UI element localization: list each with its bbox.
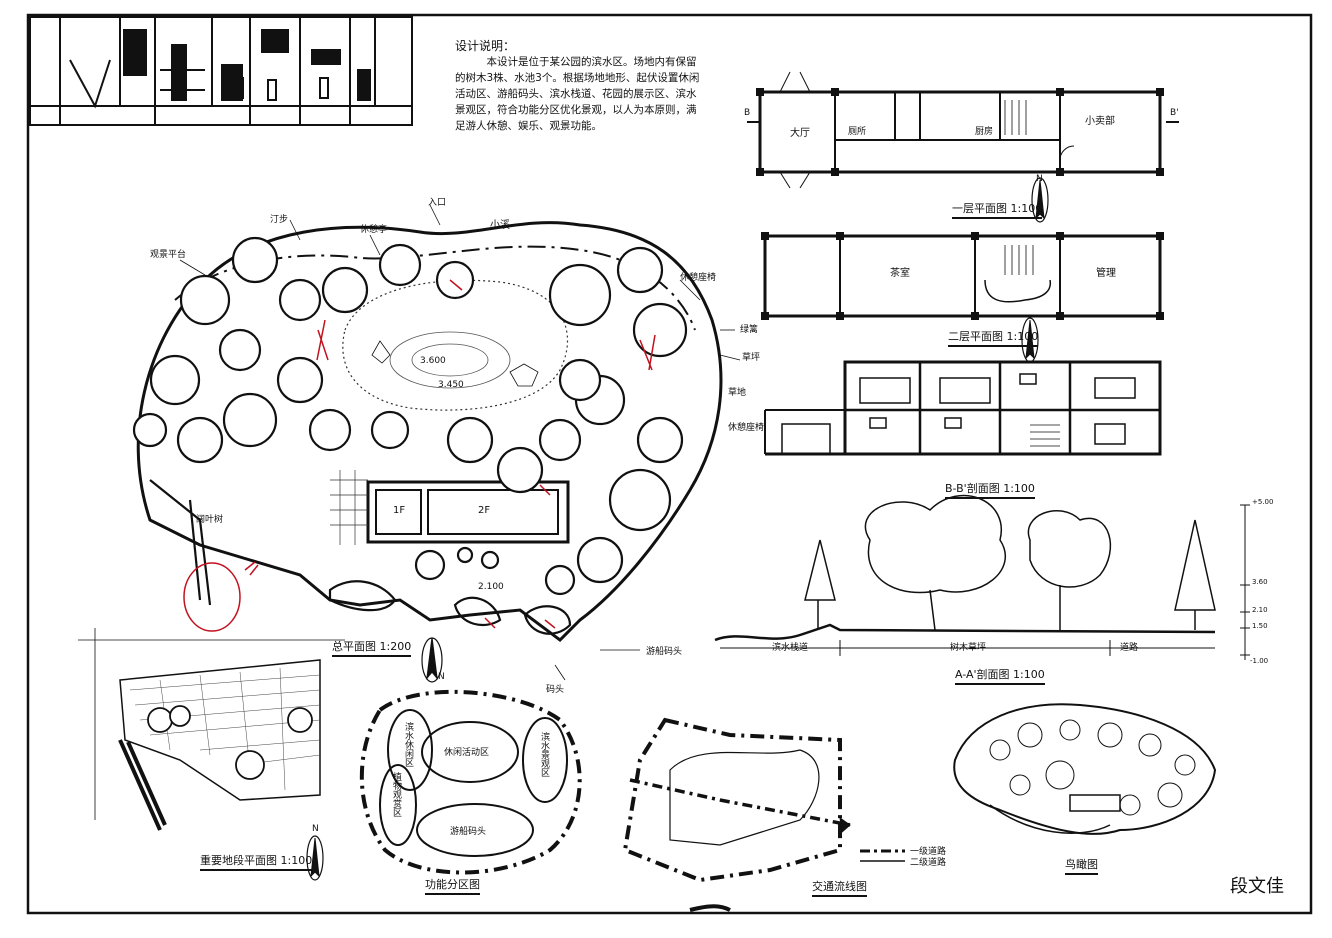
fp1-b-left: B <box>744 108 751 118</box>
key-plan-north: N <box>312 824 319 834</box>
section-a <box>714 494 1250 660</box>
zone-waterfront-leisure: 滨水休闲区 <box>403 722 413 767</box>
label-elev1: 3.600 <box>420 356 446 366</box>
fp1-room-hall: 大厅 <box>790 128 810 139</box>
fp1-b-right: B' <box>1170 108 1179 118</box>
label-grass: 草地 <box>728 388 747 398</box>
aerial-view <box>953 703 1217 835</box>
elevation-b <box>764 360 1162 456</box>
label-tree: 阔叶树 <box>196 515 224 525</box>
floor2-title: 二层平面图 1:100 <box>948 328 1039 347</box>
key-plan-title: 重要地段平面图 1:100 <box>200 852 313 871</box>
label-pier: 游船码头 <box>646 647 683 657</box>
section-level-4: 1.50 <box>1252 622 1268 630</box>
label-waterfront: 小溪 <box>490 220 510 231</box>
fp1-room-kitchen: 厨房 <box>975 127 994 137</box>
zoning-title: 功能分区图 <box>425 876 480 895</box>
zone-pier: 游船码头 <box>450 827 487 837</box>
title-block-graphic <box>29 16 413 126</box>
section-label-trees: 树木草坪 <box>950 643 987 653</box>
label-seating-2: 休憩座椅 <box>728 423 765 433</box>
key-plan <box>78 628 345 881</box>
zone-plant: 植物观赏区 <box>391 772 401 817</box>
label-boat: 码头 <box>546 685 565 695</box>
floor-plan-2 <box>761 232 1164 363</box>
building-footprint <box>366 480 570 544</box>
section-level-2: 3.60 <box>1252 578 1268 586</box>
section-level-3: 2.10 <box>1252 606 1268 614</box>
elevation-title: B-B'剖面图 1:100 <box>945 480 1035 499</box>
fp1-room-wc: 厕所 <box>848 127 867 137</box>
central-lawn <box>342 279 569 411</box>
design-notes: 设计说明： 本设计是位于某公园的滨水区。场地内有保留的树木3株、水池3个。根据场… <box>455 38 700 134</box>
zone-waterfront-scenery: 滨水景观区 <box>539 732 549 777</box>
master-plan <box>132 204 741 683</box>
label-platform: 观景平台 <box>150 250 187 260</box>
section-level-5: -1.00 <box>1250 657 1269 665</box>
section-label-boardwalk: 滨水栈道 <box>772 643 809 653</box>
master-plan-title: 总平面图 1:200 <box>332 638 412 657</box>
label-path: 汀步 <box>270 215 289 225</box>
section-title: A-A'剖面图 1:100 <box>955 666 1045 685</box>
traffic-legend-secondary: 二级道路 <box>910 858 947 868</box>
traffic-title: 交通流线图 <box>812 878 867 897</box>
site-boundary <box>136 221 723 642</box>
traffic-legend-primary: 一级道路 <box>910 847 947 857</box>
label-entrance: 入口 <box>428 198 447 208</box>
label-elev2: 3.450 <box>438 380 464 390</box>
sheet-border <box>26 13 1313 915</box>
fp1-room-shop: 小卖部 <box>1085 116 1115 127</box>
floor-plan-1 <box>747 71 1179 223</box>
master-plan-north: N <box>438 672 445 682</box>
section-level-1: +5.00 <box>1252 498 1274 506</box>
fp2-room-admin: 管理 <box>1096 268 1116 279</box>
label-bldg-1f: 1F <box>393 505 406 516</box>
label-elev3: 2.100 <box>478 582 504 592</box>
label-hedge: 绿篱 <box>740 325 759 335</box>
fp1-north: N <box>1036 174 1043 184</box>
label-bldg-2f: 2F <box>478 505 491 516</box>
traffic-diagram <box>622 717 905 883</box>
label-pavilion: 休憩亭 <box>360 225 388 235</box>
design-notes-body: 本设计是位于某公园的滨水区。场地内有保留的树木3株、水池3个。根据场地地形、起伏… <box>455 56 700 132</box>
floor1-title: 一层平面图 1:100 <box>952 200 1043 219</box>
author-signature: 段文佳 <box>1230 876 1284 897</box>
zone-activity: 休闲活动区 <box>444 748 490 758</box>
aerial-title: 鸟瞰图 <box>1065 856 1098 875</box>
label-seating: 休憩座椅 <box>680 273 717 283</box>
section-label-road: 道路 <box>1120 643 1139 653</box>
fp2-room-tea: 茶室 <box>890 268 910 279</box>
design-notes-heading: 设计说明： <box>455 39 516 53</box>
label-lawn: 草坪 <box>742 353 761 363</box>
zoning-diagram <box>359 689 582 875</box>
